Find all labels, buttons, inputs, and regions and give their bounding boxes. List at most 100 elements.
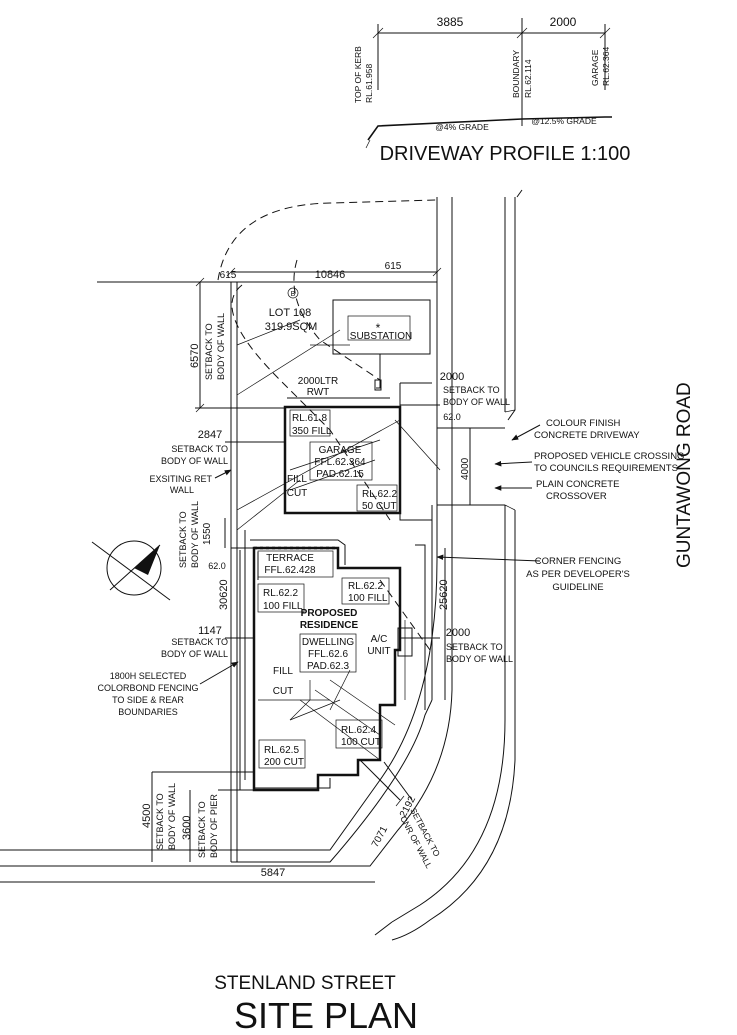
colour-finish-1: COLOUR FINISH: [546, 418, 621, 429]
setback-1550-1: SETBACK TO: [178, 511, 188, 568]
substation-label: SUBSTATION: [350, 331, 412, 342]
dim-4000: 4000: [460, 457, 471, 480]
grade-12-5-label: @12.5% GRADE: [531, 116, 597, 126]
vehicle-crossing-2: TO COUNCILS REQUIREMENTS: [534, 463, 678, 474]
leader-lines: [199, 424, 541, 685]
colorbond-3: TO SIDE & REAR: [112, 695, 184, 705]
corner-fencing-3: GUIDELINE: [552, 582, 603, 593]
rl-box-6-b: 200 CUT: [264, 757, 304, 768]
dim-615-left: 615: [220, 270, 237, 281]
setback-2847-1: SETBACK TO: [171, 444, 228, 454]
dim-5847: 5847: [261, 867, 285, 879]
roads: [0, 189, 523, 941]
dim-6570: 6570: [189, 344, 201, 368]
substation-star: *: [376, 321, 381, 335]
dwelling-pad: PAD.62.3: [307, 661, 349, 672]
profile-dim-2000: 2000: [550, 15, 577, 29]
ac-label-2: UNIT: [367, 646, 390, 657]
dashed-arcs: [217, 199, 438, 651]
dim-3600: 3600: [181, 816, 193, 840]
boundary-label: BOUNDARY: [511, 50, 521, 98]
setback-2000-top-1: SETBACK TO: [443, 385, 500, 395]
top-of-kerb-label: TOP OF KERB: [353, 46, 363, 103]
dim-4500: 4500: [141, 804, 153, 828]
fill-cut-lines: [236, 319, 441, 761]
garage-cut: CUT: [287, 488, 308, 499]
level-62-0-top: 62.0: [443, 412, 461, 422]
dim-10846: 10846: [315, 269, 346, 281]
colorbond-4: BOUNDARIES: [118, 707, 178, 717]
colorbond-1: 1800H SELECTED: [110, 671, 187, 681]
setback-1147-1: SETBACK TO: [171, 637, 228, 647]
setback-3600-2: BODY OF PIER: [209, 794, 219, 858]
street-label: STENLAND STREET: [214, 973, 396, 994]
garage-block: [283, 382, 432, 521]
driveway-profile: 3885 2000 TOP OF KERB RL.61.958 BOUNDARY…: [353, 15, 630, 165]
colour-finish-2: CONCRETE DRIVEWAY: [534, 430, 640, 441]
garage-profile-label: GARAGE: [590, 49, 600, 86]
garage-label: GARAGE: [319, 445, 362, 456]
dwelling-ffl: FFL.62.6: [308, 649, 348, 660]
rl-box-3-b: 100 FILL: [263, 601, 303, 612]
ret-wall-2: WALL: [170, 485, 194, 495]
lot-area: 319.9SQM: [265, 321, 318, 333]
residence-label-2: RESIDENCE: [300, 620, 359, 631]
setback-2000-top-2: BODY OF WALL: [443, 397, 510, 407]
lot-name: LOT 108: [269, 307, 312, 319]
dim-1147: 1147: [198, 625, 222, 637]
garage-fill: FILL: [287, 474, 307, 485]
setback-1147-2: BODY OF WALL: [161, 649, 228, 659]
setback-2000-side-1: SETBACK TO: [446, 642, 503, 652]
dwelling-label: DWELLING: [302, 637, 354, 648]
rwt-label-2: RWT: [307, 387, 330, 398]
dim-2000-side: 2000: [446, 627, 470, 639]
rl-box-1-a: RL.61.8: [292, 413, 327, 424]
setback-2000-side-2: BODY OF WALL: [446, 654, 513, 664]
rl-box-4-a: RL.62.2: [348, 581, 383, 592]
road-label: GUNTAWONG ROAD: [674, 382, 695, 568]
rl-box-1-b: 350 FILL: [292, 426, 332, 437]
corner-fencing-1: CORNER FENCING: [535, 556, 622, 567]
garage-ffl: FFL.62.364: [314, 457, 366, 468]
setback-6570-1: SETBACK TO: [204, 323, 214, 380]
rwt-label-1: 2000LTR: [298, 376, 338, 387]
rl-box-5-a: RL.62.4: [341, 725, 376, 736]
setback-3600-1: SETBACK TO: [197, 801, 207, 858]
rl-box-4-b: 100 FILL: [348, 593, 388, 604]
terrace-label: TERRACE: [266, 553, 314, 564]
setback-4500-1: SETBACK TO: [155, 793, 165, 850]
boundary-rl: RL.62.114: [523, 59, 533, 98]
rl-box-2-b: 50 CUT: [362, 501, 396, 512]
dim-30620: 30620: [218, 579, 230, 610]
corner-fencing-2: AS PER DEVELOPER'S: [526, 569, 630, 580]
rl-box-6-a: RL.62.5: [264, 745, 299, 756]
grade-4-label: @4% GRADE: [435, 122, 489, 132]
garage-profile-rl: RL.62.364: [601, 47, 611, 86]
dim-2000-top: 2000: [440, 371, 464, 383]
garage-pad: PAD.62.15: [316, 469, 364, 480]
site-plan-title: SITE PLAN: [234, 995, 418, 1035]
ac-label-1: A/C: [371, 634, 388, 645]
dim-1550: 1550: [202, 522, 213, 545]
setback-1550-2: BODY OF WALL: [190, 501, 200, 568]
dim-2847: 2847: [198, 429, 222, 441]
residence-fill: FILL: [273, 666, 293, 677]
residence-label-1: PROPOSED: [301, 608, 358, 619]
dimension-lines: [151, 267, 471, 862]
lot-marker: B: [291, 291, 296, 298]
setback-2847-2: BODY OF WALL: [161, 456, 228, 466]
plain-concrete-1: PLAIN CONCRETE: [536, 479, 619, 490]
profile-dim-3885: 3885: [437, 15, 464, 29]
rl-box-5-b: 100 CUT: [341, 737, 381, 748]
rl-box-3-a: RL.62.2: [263, 588, 298, 599]
ret-wall-1: EXSITING RET: [149, 474, 212, 484]
dim-25620: 25620: [438, 579, 450, 610]
setback-4500-2: BODY OF WALL: [167, 783, 177, 850]
setback-6570-2: BODY OF WALL: [216, 313, 226, 380]
residence-cut: CUT: [273, 686, 294, 697]
vehicle-crossing-1: PROPOSED VEHICLE CROSSING: [534, 451, 684, 462]
top-of-kerb-rl: RL.61.958: [364, 64, 374, 103]
rl-box-2-a: RL.62.2: [362, 489, 397, 500]
north-arrow-icon: [91, 540, 171, 601]
